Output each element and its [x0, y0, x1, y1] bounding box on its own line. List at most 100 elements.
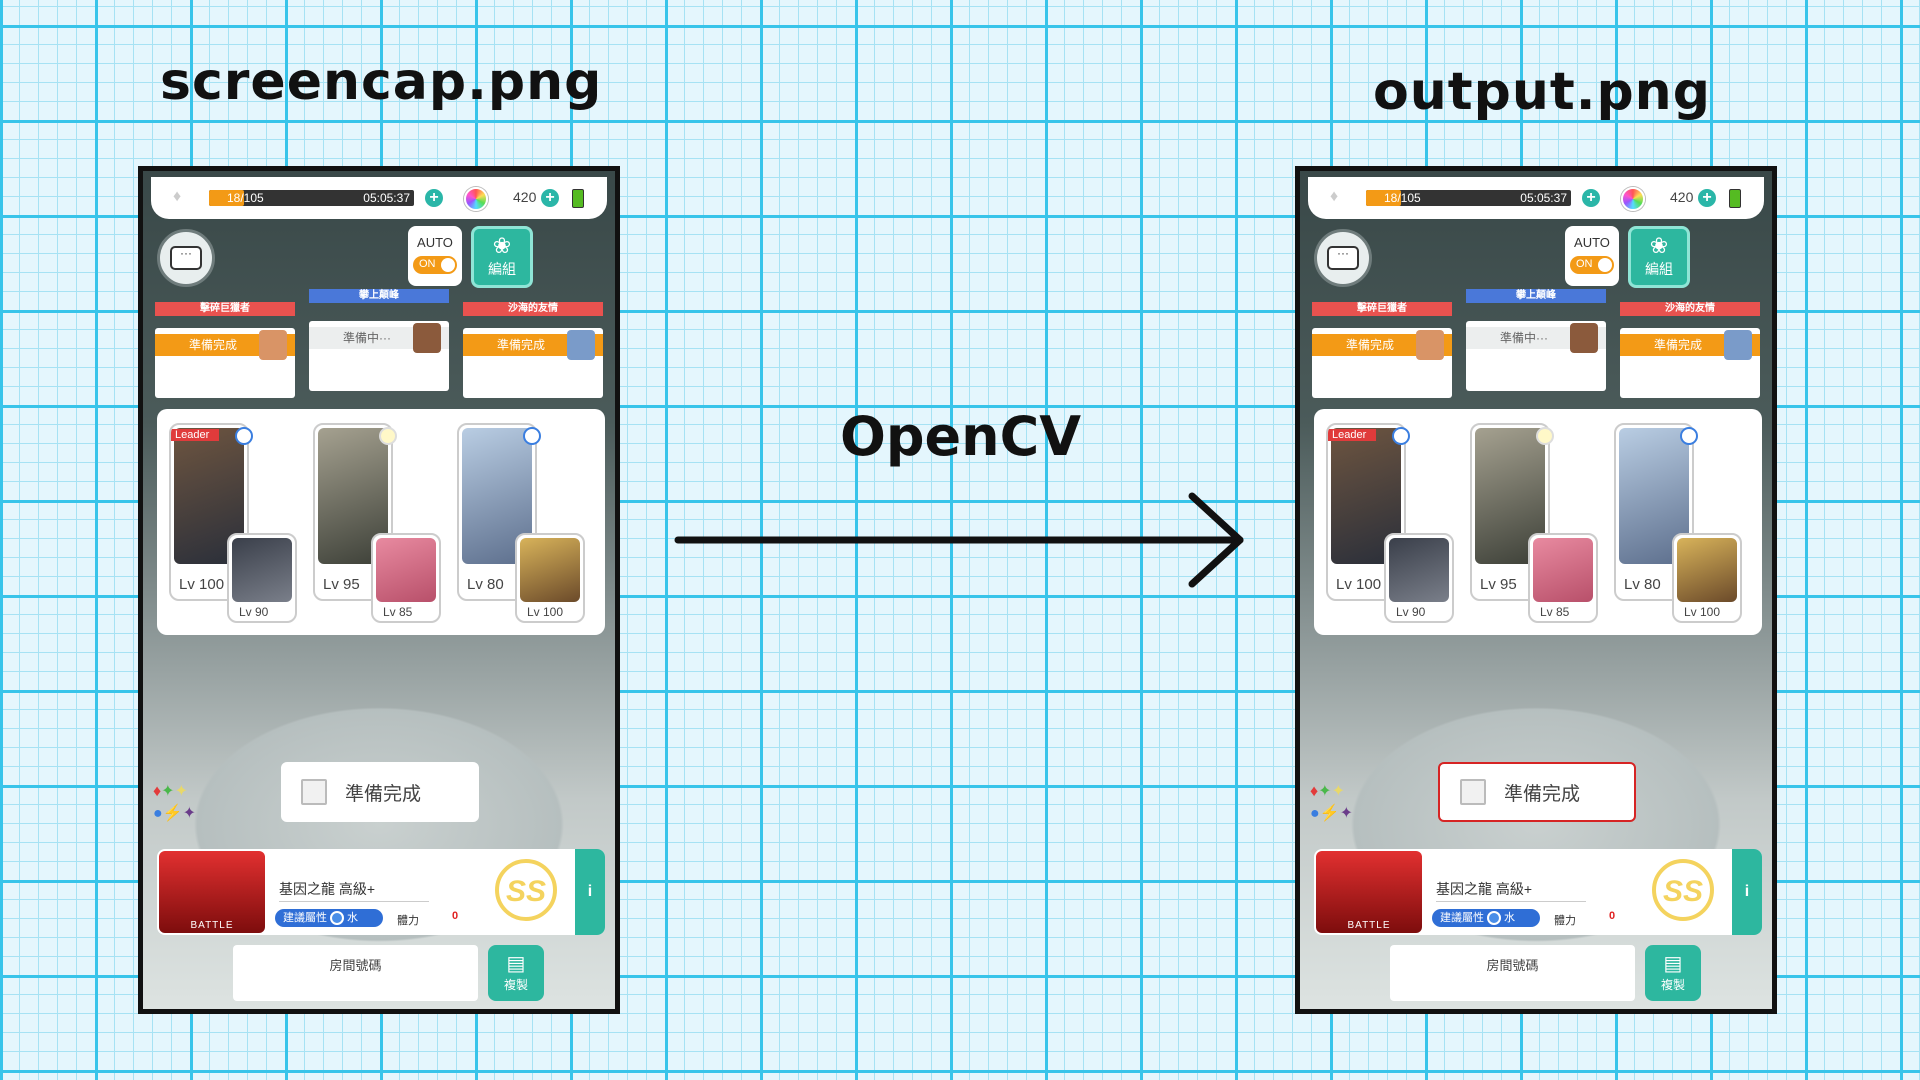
party-slot-1[interactable]: Leader Lv 100 Lv 90 — [163, 423, 309, 623]
character-portrait — [232, 538, 292, 602]
bell-icon[interactable]: ♦ — [1330, 188, 1339, 205]
quest-boss-image: BATTLE — [1316, 851, 1422, 933]
stamina-fill — [1366, 190, 1401, 206]
character-level: Lv 90 — [239, 605, 269, 619]
character-level: Lv 85 — [1540, 605, 1570, 619]
status-bar: ♦ 18/105 05:05:37 + 420 + — [1308, 177, 1764, 219]
party-slot-3[interactable]: Lv 80 Lv 100 — [1608, 423, 1754, 623]
auto-label: AUTO — [417, 235, 453, 250]
room-code-label: 房間號碼 — [1486, 958, 1539, 973]
attr-value: 水 — [347, 912, 358, 924]
clipboard-icon: ▤ — [1663, 953, 1683, 975]
add-gems-button[interactable]: + — [541, 189, 559, 207]
add-stamina-button[interactable]: + — [425, 189, 443, 207]
attr-label: 建議屬性 — [283, 912, 327, 924]
sub-character-card[interactable]: Lv 85 — [1528, 533, 1598, 623]
copy-button[interactable]: ▤ 複製 — [1645, 945, 1701, 1001]
auto-toggle-panel[interactable]: AUTO ON — [408, 226, 462, 286]
character-portrait — [1533, 538, 1593, 602]
rank-badge: SS — [1652, 859, 1714, 921]
quest-stamina-label: 體力 — [397, 915, 419, 927]
status-bar: ♦ 18/105 05:05:37 + 420 + — [151, 177, 607, 219]
sub-character-card[interactable]: Lv 85 — [371, 533, 441, 623]
sub-character-card[interactable]: Lv 100 — [515, 533, 585, 623]
chat-icon: ··· — [1327, 246, 1359, 270]
auto-toggle-text: ON — [419, 258, 436, 270]
player-title-banner: 沙海的友情 — [1620, 302, 1760, 316]
add-stamina-button[interactable]: + — [1582, 189, 1600, 207]
screencap-phone: ♦ 18/105 05:05:37 + 420 + ··· AUTO ON ❀ … — [138, 166, 620, 1014]
player-card-1: 擊碎巨獵者 準備完成 — [1312, 302, 1452, 398]
output-phone: ♦ 18/105 05:05:37 + 420 + ··· AUTO ON ❀ … — [1295, 166, 1777, 1014]
character-portrait — [376, 538, 436, 602]
character-level: Lv 90 — [1396, 605, 1426, 619]
auto-toggle[interactable]: ON — [1570, 256, 1614, 274]
ready-checkbox[interactable] — [301, 779, 327, 805]
water-element-icon — [1487, 911, 1501, 926]
player-card-3: 沙海的友情 準備完成 — [463, 302, 603, 398]
chat-button[interactable]: ··· — [1314, 229, 1372, 287]
info-icon[interactable]: i — [1732, 849, 1762, 935]
sub-character-card[interactable]: Lv 100 — [1672, 533, 1742, 623]
team-label: 編組 — [488, 261, 516, 277]
add-gems-button[interactable]: + — [1698, 189, 1716, 207]
character-level: Lv 95 — [323, 576, 360, 593]
party-slot-2[interactable]: Lv 95 Lv 85 — [1464, 423, 1610, 623]
quest-name: 基因之龍 高級+ — [279, 879, 429, 902]
character-level: Lv 95 — [1480, 576, 1517, 593]
ready-checkbox[interactable] — [1460, 779, 1486, 805]
character-level: Lv 85 — [383, 605, 413, 619]
copy-label: 複製 — [503, 978, 528, 992]
party-slot-1[interactable]: Leader Lv 100 Lv 90 — [1320, 423, 1466, 623]
character-level: Lv 100 — [179, 576, 225, 593]
copy-button[interactable]: ▤ 複製 — [488, 945, 544, 1001]
party-slot-2[interactable]: Lv 95 Lv 85 — [307, 423, 453, 623]
toggle-knob — [441, 258, 455, 272]
room-code-field[interactable]: 房間號碼 — [233, 945, 478, 1001]
water-element-icon — [523, 427, 541, 445]
player-sprite — [1724, 330, 1752, 360]
player-sprite — [259, 330, 287, 360]
battery-icon — [572, 189, 584, 208]
ready-button[interactable]: 準備完成 — [1438, 762, 1636, 822]
gem-count: 420 — [513, 189, 537, 205]
quest-stamina-label: 體力 — [1554, 915, 1576, 927]
ready-label: 準備完成 — [345, 783, 422, 805]
clipboard-icon: ▤ — [506, 953, 526, 975]
sub-character-card[interactable]: Lv 90 — [227, 533, 297, 623]
room-code-field[interactable]: 房間號碼 — [1390, 945, 1635, 1001]
party-panel: Leader Lv 100 Lv 90 Lv 95 Lv 85 Lv — [157, 409, 605, 635]
sub-character-card[interactable]: Lv 90 — [1384, 533, 1454, 623]
copy-label: 複製 — [1660, 978, 1685, 992]
attr-value: 水 — [1504, 912, 1515, 924]
element-icons: ♦✦✦ ●⚡✦ — [1310, 783, 1353, 822]
party-slot-3[interactable]: Lv 80 Lv 100 — [451, 423, 597, 623]
character-portrait — [520, 538, 580, 602]
auto-toggle[interactable]: ON — [413, 256, 457, 274]
main-character-card[interactable]: Leader Lv 100 — [169, 423, 249, 601]
ready-button[interactable]: 準備完成 — [281, 762, 479, 822]
character-portrait — [1677, 538, 1737, 602]
stamina-text: 18/105 — [1384, 191, 1421, 205]
player-title-banner: 攀上顛峰 — [1466, 289, 1606, 303]
light-element-icon — [1536, 427, 1554, 445]
character-level: Lv 80 — [467, 576, 504, 593]
battle-label: BATTLE — [190, 920, 234, 931]
leader-tag: Leader — [171, 429, 220, 441]
chat-button[interactable]: ··· — [157, 229, 215, 287]
auto-toggle-panel[interactable]: AUTO ON — [1565, 226, 1619, 286]
left-title: screencap.png — [160, 52, 603, 112]
team-icon: ❀ — [492, 233, 512, 258]
chat-icon: ··· — [170, 246, 202, 270]
player-sprite — [567, 330, 595, 360]
bell-icon[interactable]: ♦ — [173, 188, 182, 205]
battle-label: BATTLE — [1347, 920, 1391, 931]
toggle-knob — [1598, 258, 1612, 272]
info-icon[interactable]: i — [575, 849, 605, 935]
water-element-icon — [1392, 427, 1410, 445]
player-card-1: 擊碎巨獵者 準備完成 — [155, 302, 295, 398]
quest-stamina-value: 0 — [1609, 910, 1616, 922]
team-edit-button[interactable]: ❀ 編組 — [471, 226, 533, 288]
character-level: Lv 80 — [1624, 576, 1661, 593]
team-edit-button[interactable]: ❀ 編組 — [1628, 226, 1690, 288]
